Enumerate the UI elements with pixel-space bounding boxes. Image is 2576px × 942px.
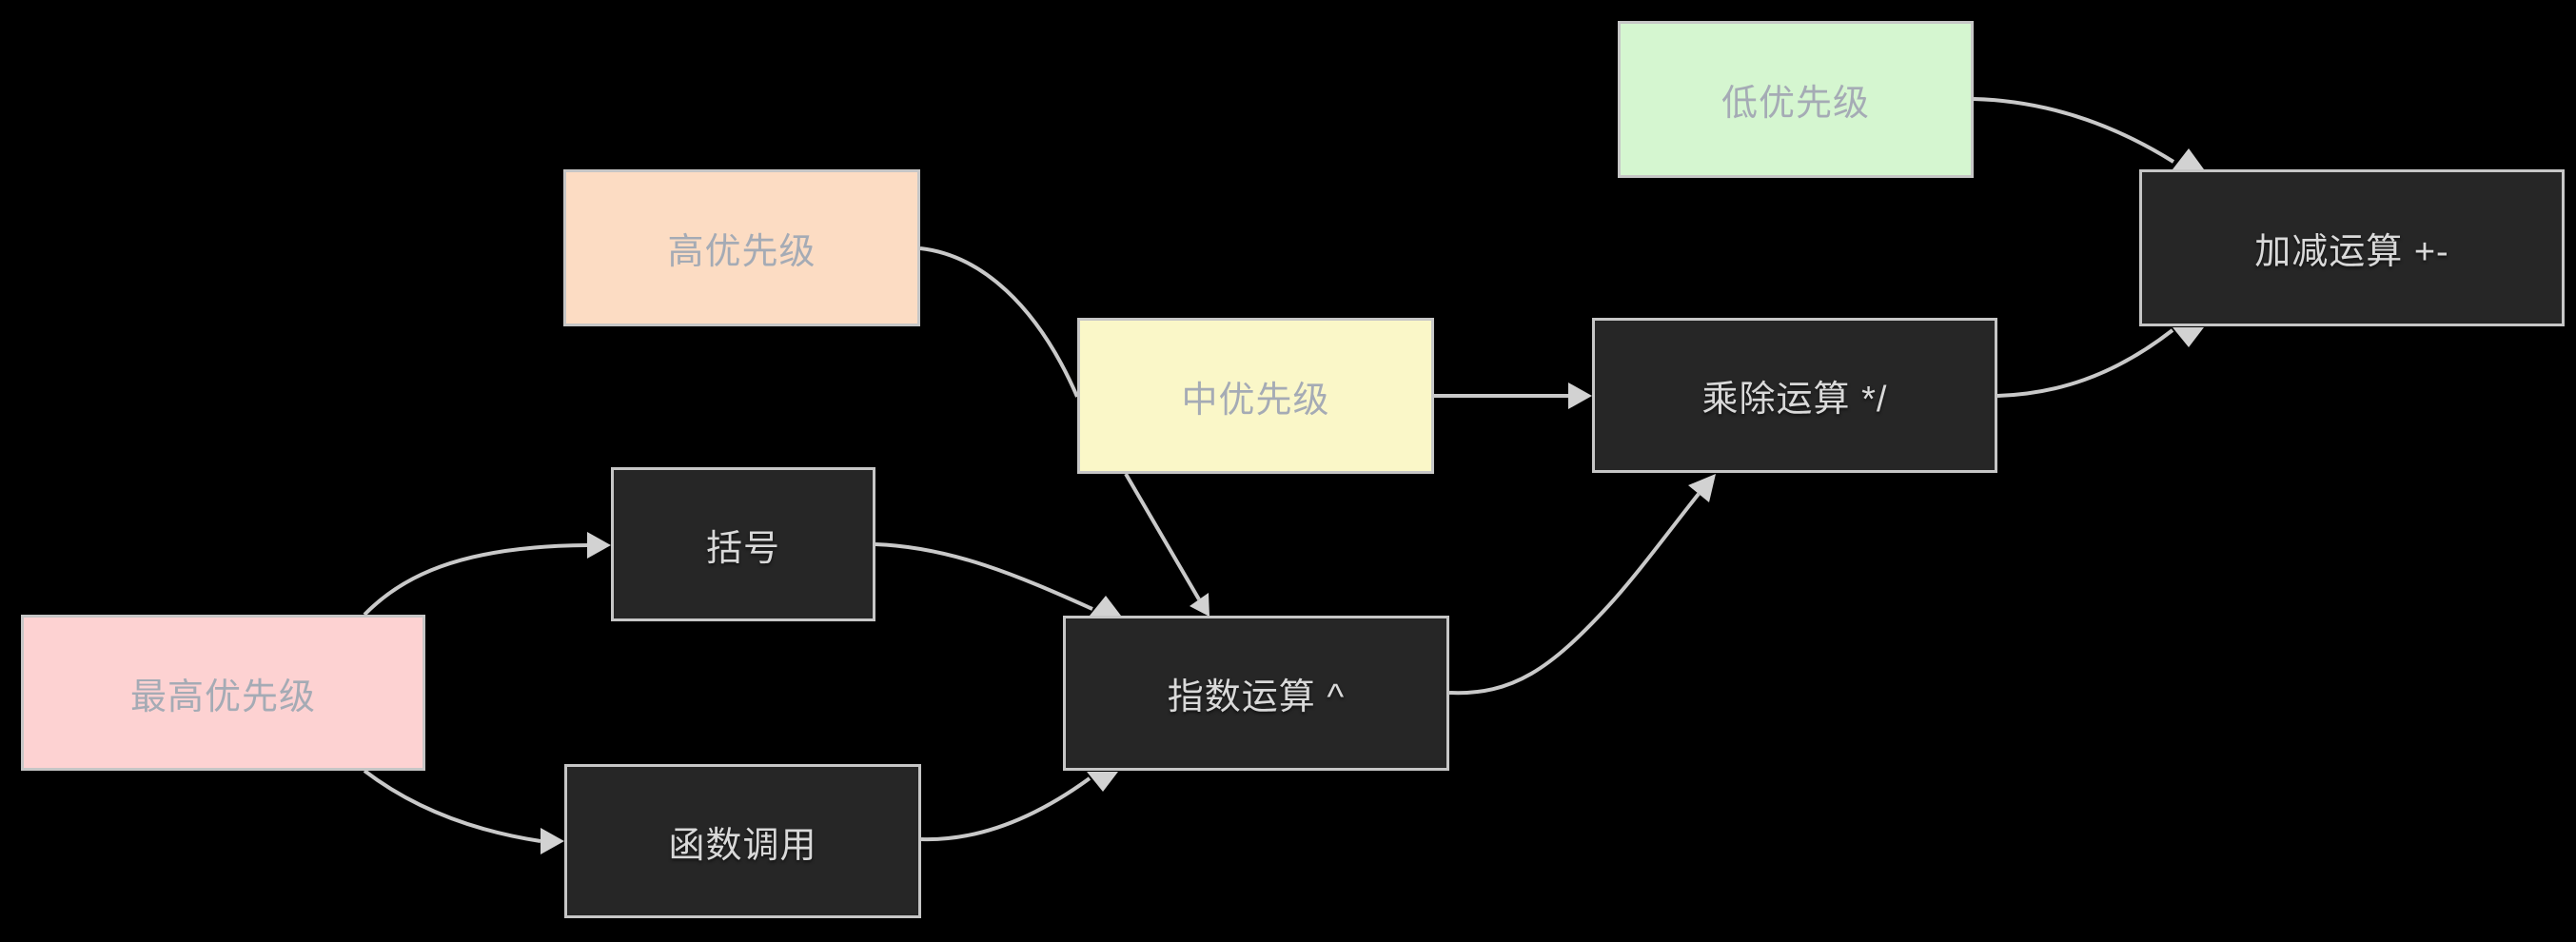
node-mul-div: 乘除运算 */ [1592, 318, 1997, 473]
edge-highest-priority-to-func-call [363, 769, 564, 854]
edge-func-call-to-exponent [920, 772, 1118, 842]
edge-highest-priority-to-parens [363, 532, 611, 617]
node-high-priority: 高优先级 [563, 169, 920, 326]
node-label: 低优先级 [1721, 84, 1870, 124]
node-label: 中优先级 [1181, 380, 1330, 421]
node-label: 指数运算 ^ [1167, 677, 1346, 717]
edge-mid-priority-to-exponent [1124, 472, 1209, 617]
edge-parens-to-exponent [875, 542, 1121, 616]
node-highest-priority: 最高优先级 [21, 615, 425, 771]
node-label: 高优先级 [667, 232, 816, 272]
edge-low-priority-to-add-sub [1973, 97, 2204, 169]
edge-exponent-to-mul-div [1448, 474, 1716, 696]
node-label: 乘除运算 */ [1701, 380, 1888, 420]
edge-mul-div-to-add-sub [1996, 327, 2204, 398]
node-func-call: 函数调用 [564, 764, 921, 918]
node-low-priority: 低优先级 [1618, 21, 1974, 178]
edge-high-priority-to-mid-priority [919, 246, 1079, 398]
edge-mid-priority-to-mul-div [1434, 383, 1592, 409]
node-parens: 括号 [611, 467, 875, 621]
node-add-sub: 加减运算 +- [2139, 169, 2565, 326]
node-label: 加减运算 +- [2254, 232, 2449, 272]
node-mid-priority: 中优先级 [1077, 318, 1434, 474]
node-label: 最高优先级 [129, 677, 316, 717]
node-exponent: 指数运算 ^ [1063, 616, 1449, 771]
node-label: 函数调用 [668, 825, 817, 866]
node-label: 括号 [705, 528, 780, 569]
